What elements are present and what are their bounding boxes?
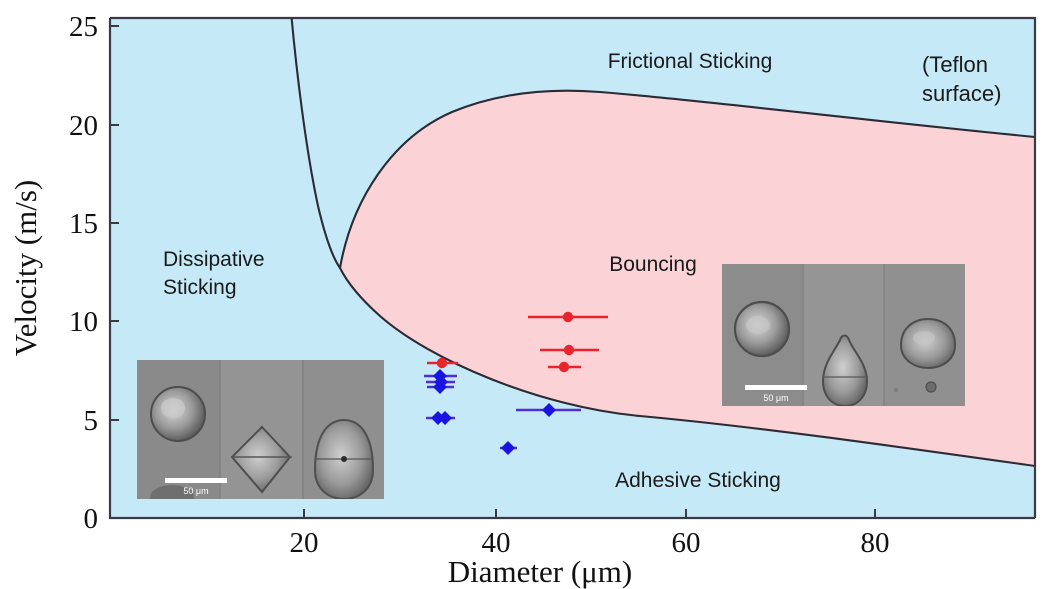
x-axis-tick-labels: 20 40 60 80 <box>290 527 890 559</box>
region-label-dissipative-sticking-line2: Sticking <box>163 276 237 299</box>
data-point <box>562 311 574 323</box>
data-point <box>563 344 575 356</box>
dissipative-sticking-boundary <box>290 18 341 269</box>
inset-sticking-droplet-micrograph: 50 μm <box>137 360 384 499</box>
data-point <box>558 361 570 373</box>
data-point <box>501 441 515 455</box>
phase-boundaries <box>290 18 1035 468</box>
inset-right-scalebar-label: 50 μm <box>763 393 788 403</box>
inset-bouncing-droplet-micrograph: 50 μm <box>722 264 965 406</box>
y-tick-label: 10 <box>69 306 98 338</box>
y-tick-label: 25 <box>69 11 98 43</box>
series-sticking-droplets <box>424 369 581 455</box>
y-axis-tick-labels: 25 20 15 10 5 0 <box>69 11 98 535</box>
data-point <box>436 357 448 369</box>
teflon-surface-note-line2: surface) <box>922 81 1001 106</box>
region-label-frictional-sticking: Frictional Sticking <box>608 50 773 73</box>
data-points <box>424 311 608 455</box>
frictional-sticking-boundary <box>338 89 1035 269</box>
x-axis-title: Diameter (μm) <box>448 554 632 589</box>
x-tick-label: 60 <box>672 527 701 559</box>
data-point <box>433 380 447 394</box>
y-tick-label: 15 <box>69 208 98 240</box>
x-tick-label: 40 <box>482 527 511 559</box>
teflon-surface-note-line1: (Teflon <box>922 52 988 77</box>
region-label-adhesive-sticking: Adhesive Sticking <box>615 469 781 492</box>
y-tick-label: 20 <box>69 110 98 142</box>
region-label-dissipative-sticking-line1: Dissipative <box>163 248 265 271</box>
axes <box>108 16 1037 520</box>
data-point <box>542 403 556 417</box>
y-tick-label: 0 <box>84 503 99 535</box>
y-tick-label: 5 <box>84 405 99 437</box>
data-point <box>438 411 452 425</box>
inset-left-scalebar-label: 50 μm <box>183 486 208 496</box>
x-tick-label: 80 <box>861 527 890 559</box>
y-axis-title: Velocity (m/s) <box>8 180 43 357</box>
adhesive-sticking-boundary <box>339 267 1035 468</box>
region-label-bouncing: Bouncing <box>609 253 697 276</box>
x-tick-label: 20 <box>290 527 319 559</box>
series-bouncing-droplets <box>427 311 608 373</box>
